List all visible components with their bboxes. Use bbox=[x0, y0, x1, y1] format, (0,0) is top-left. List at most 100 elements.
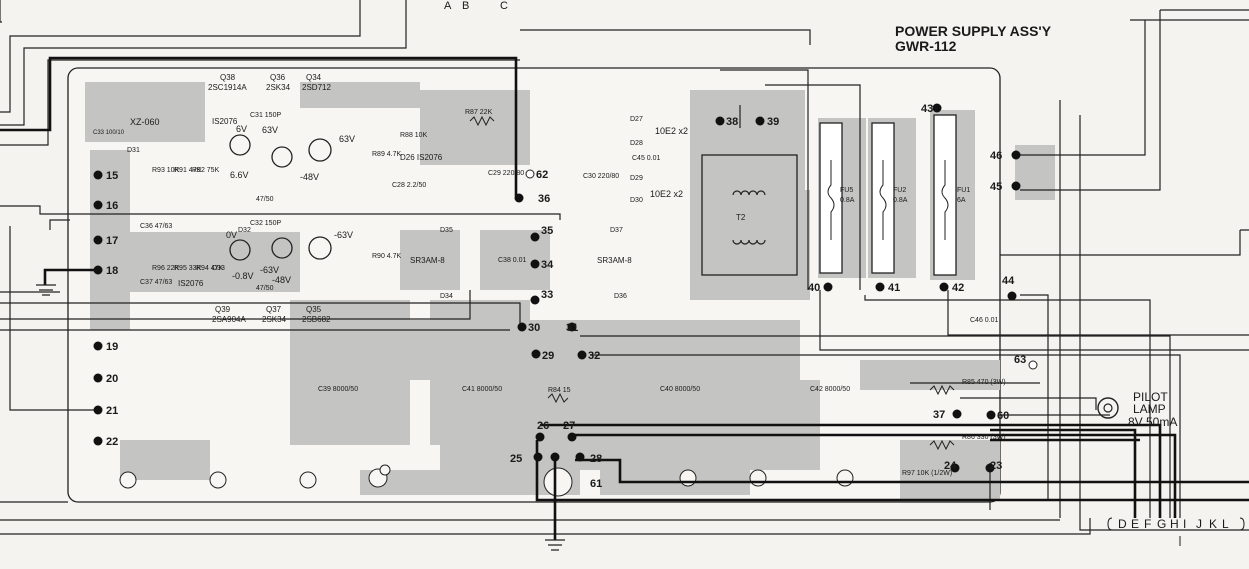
letter-g: G bbox=[1157, 517, 1166, 531]
d28-label: D28 bbox=[630, 140, 643, 147]
q37-ref: Q37 bbox=[266, 305, 282, 314]
terminal-16: 16 bbox=[106, 200, 118, 212]
fu5-label: FU5 bbox=[840, 187, 853, 194]
letter-l: L bbox=[1222, 517, 1229, 531]
d37-label: D37 bbox=[610, 227, 623, 234]
terminal-25: 25 bbox=[510, 453, 522, 465]
terminal-15: 15 bbox=[106, 170, 118, 182]
is2076-a-label: IS2076 bbox=[212, 117, 238, 126]
c45-label: C45 0.01 bbox=[632, 155, 661, 162]
bridge2-label: SR3AM-8 bbox=[597, 256, 632, 265]
fu2-label: FU2 bbox=[893, 187, 906, 194]
terminal-60: 60 bbox=[997, 410, 1009, 422]
diode-pack2-label: 10E2 x2 bbox=[650, 189, 683, 199]
d34-label: D34 bbox=[440, 293, 453, 300]
q35-type: 2SB682 bbox=[302, 315, 331, 324]
terminal-22: 22 bbox=[106, 436, 118, 448]
terminal-45: 45 bbox=[990, 181, 1002, 193]
t2-label: T2 bbox=[736, 213, 746, 222]
voltage-minus0-8v: -0.8V bbox=[232, 271, 254, 281]
r95-label: R95 33K bbox=[174, 265, 202, 272]
voltage-6-6v: 6.6V bbox=[230, 170, 249, 180]
resistor-symbols bbox=[469, 115, 955, 451]
fuses bbox=[819, 114, 957, 276]
terminal-21: 21 bbox=[106, 405, 118, 417]
d33-label: D33 bbox=[212, 265, 225, 272]
terminal-36: 36 bbox=[538, 193, 550, 205]
d29-label: D29 bbox=[630, 175, 643, 182]
fu2-value: 0.8A bbox=[893, 197, 908, 204]
terminal-39: 39 bbox=[767, 116, 779, 128]
voltage-minus48v-b: -48V bbox=[272, 275, 291, 285]
q34-type: 2SD712 bbox=[302, 83, 331, 92]
diode-pack1-label: 10E2 x2 bbox=[655, 126, 688, 136]
terminal-41: 41 bbox=[888, 282, 900, 294]
terminal-26: 26 bbox=[537, 420, 549, 432]
terminal-44: 44 bbox=[1002, 275, 1015, 287]
terminal-61: 61 bbox=[590, 478, 602, 490]
d31-label: D31 bbox=[127, 147, 140, 154]
terminal-23: 23 bbox=[990, 460, 1002, 472]
d26-label: D26 IS2076 bbox=[400, 153, 443, 162]
transistor-symbols bbox=[229, 134, 332, 261]
c46-label: C46 0.01 bbox=[970, 317, 999, 324]
r84-label: R84 15 bbox=[548, 387, 571, 394]
c30-label: C30 220/80 bbox=[583, 173, 619, 180]
voltage-6v: 6V bbox=[236, 124, 247, 134]
terminal-32: 32 bbox=[588, 350, 600, 362]
q37-type: 2SK34 bbox=[262, 315, 287, 324]
terminal-labels: 15 16 17 18 19 20 21 22 23 24 25 26 27 2… bbox=[106, 103, 1026, 490]
title-line1: POWER SUPPLY ASS'Y bbox=[895, 23, 1052, 39]
terminal-24: 24 bbox=[944, 460, 957, 472]
r89-label: R89 4.7K bbox=[372, 151, 402, 158]
r88-label: R88 10K bbox=[400, 132, 428, 139]
voltage-0v: 0V bbox=[226, 230, 237, 240]
r87-label: R87 22K bbox=[465, 109, 493, 116]
c47-label: 47/50 bbox=[256, 196, 274, 203]
letter-e: E bbox=[1131, 517, 1139, 531]
c31-label: C31 150P bbox=[250, 112, 281, 119]
letter-i: I bbox=[1183, 517, 1186, 531]
d30-label: D30 bbox=[630, 197, 643, 204]
terminal-42: 42 bbox=[952, 282, 964, 294]
voltage-minus63v-b: -63V bbox=[260, 265, 279, 275]
ground-icon bbox=[36, 284, 565, 551]
pilot-lamp-icon bbox=[1097, 397, 1119, 419]
r91-label: R91 47K bbox=[174, 167, 202, 174]
terminal-37: 37 bbox=[933, 409, 945, 421]
q34-ref: Q34 bbox=[306, 73, 322, 82]
voltage-63v-a: 63V bbox=[262, 125, 278, 135]
fu5-value: 0.8A bbox=[840, 197, 855, 204]
letter-k: K bbox=[1209, 517, 1217, 531]
c28-label: C28 2.2/50 bbox=[392, 182, 426, 189]
c47b-label: 47/50 bbox=[256, 285, 274, 292]
terminal-17: 17 bbox=[106, 235, 118, 247]
r86-label: R86 330 (3W) bbox=[962, 434, 1006, 441]
q38-ref: Q38 bbox=[220, 73, 236, 82]
bridge1-label: SR3AM-8 bbox=[410, 256, 445, 265]
title-line2: GWR-112 bbox=[895, 38, 957, 54]
terminal-46: 46 bbox=[990, 150, 1002, 162]
d35-label: D35 bbox=[440, 227, 453, 234]
terminal-40: 40 bbox=[808, 282, 820, 294]
terminal-30: 30 bbox=[528, 322, 540, 334]
component-labels: XZ-060 IS2076 IS2076 C31 150P C32 150P C… bbox=[93, 109, 1006, 477]
terminal-19: 19 bbox=[106, 341, 118, 353]
letter-a: A bbox=[444, 0, 452, 12]
d36-label: D36 bbox=[614, 293, 627, 300]
c29-label: C29 220/80 bbox=[488, 170, 524, 177]
xz-label: XZ-060 bbox=[130, 117, 160, 127]
r90-label: R90 4.7K bbox=[372, 253, 402, 260]
terminal-43: 43 bbox=[921, 103, 933, 115]
r85-label: R85 470 (3W) bbox=[962, 379, 1006, 386]
terminal-38: 38 bbox=[726, 116, 738, 128]
terminal-29: 29 bbox=[542, 350, 554, 362]
terminal-31: 31 bbox=[566, 322, 578, 334]
c37-label: C37 47/63 bbox=[140, 279, 172, 286]
terminal-62: 62 bbox=[536, 169, 548, 181]
pilot-lamp-label2: LAMP bbox=[1133, 402, 1166, 416]
c40-label: C40 8000/50 bbox=[660, 386, 700, 393]
terminal-18: 18 bbox=[106, 265, 118, 277]
r94-label: R94 47K bbox=[196, 265, 224, 272]
